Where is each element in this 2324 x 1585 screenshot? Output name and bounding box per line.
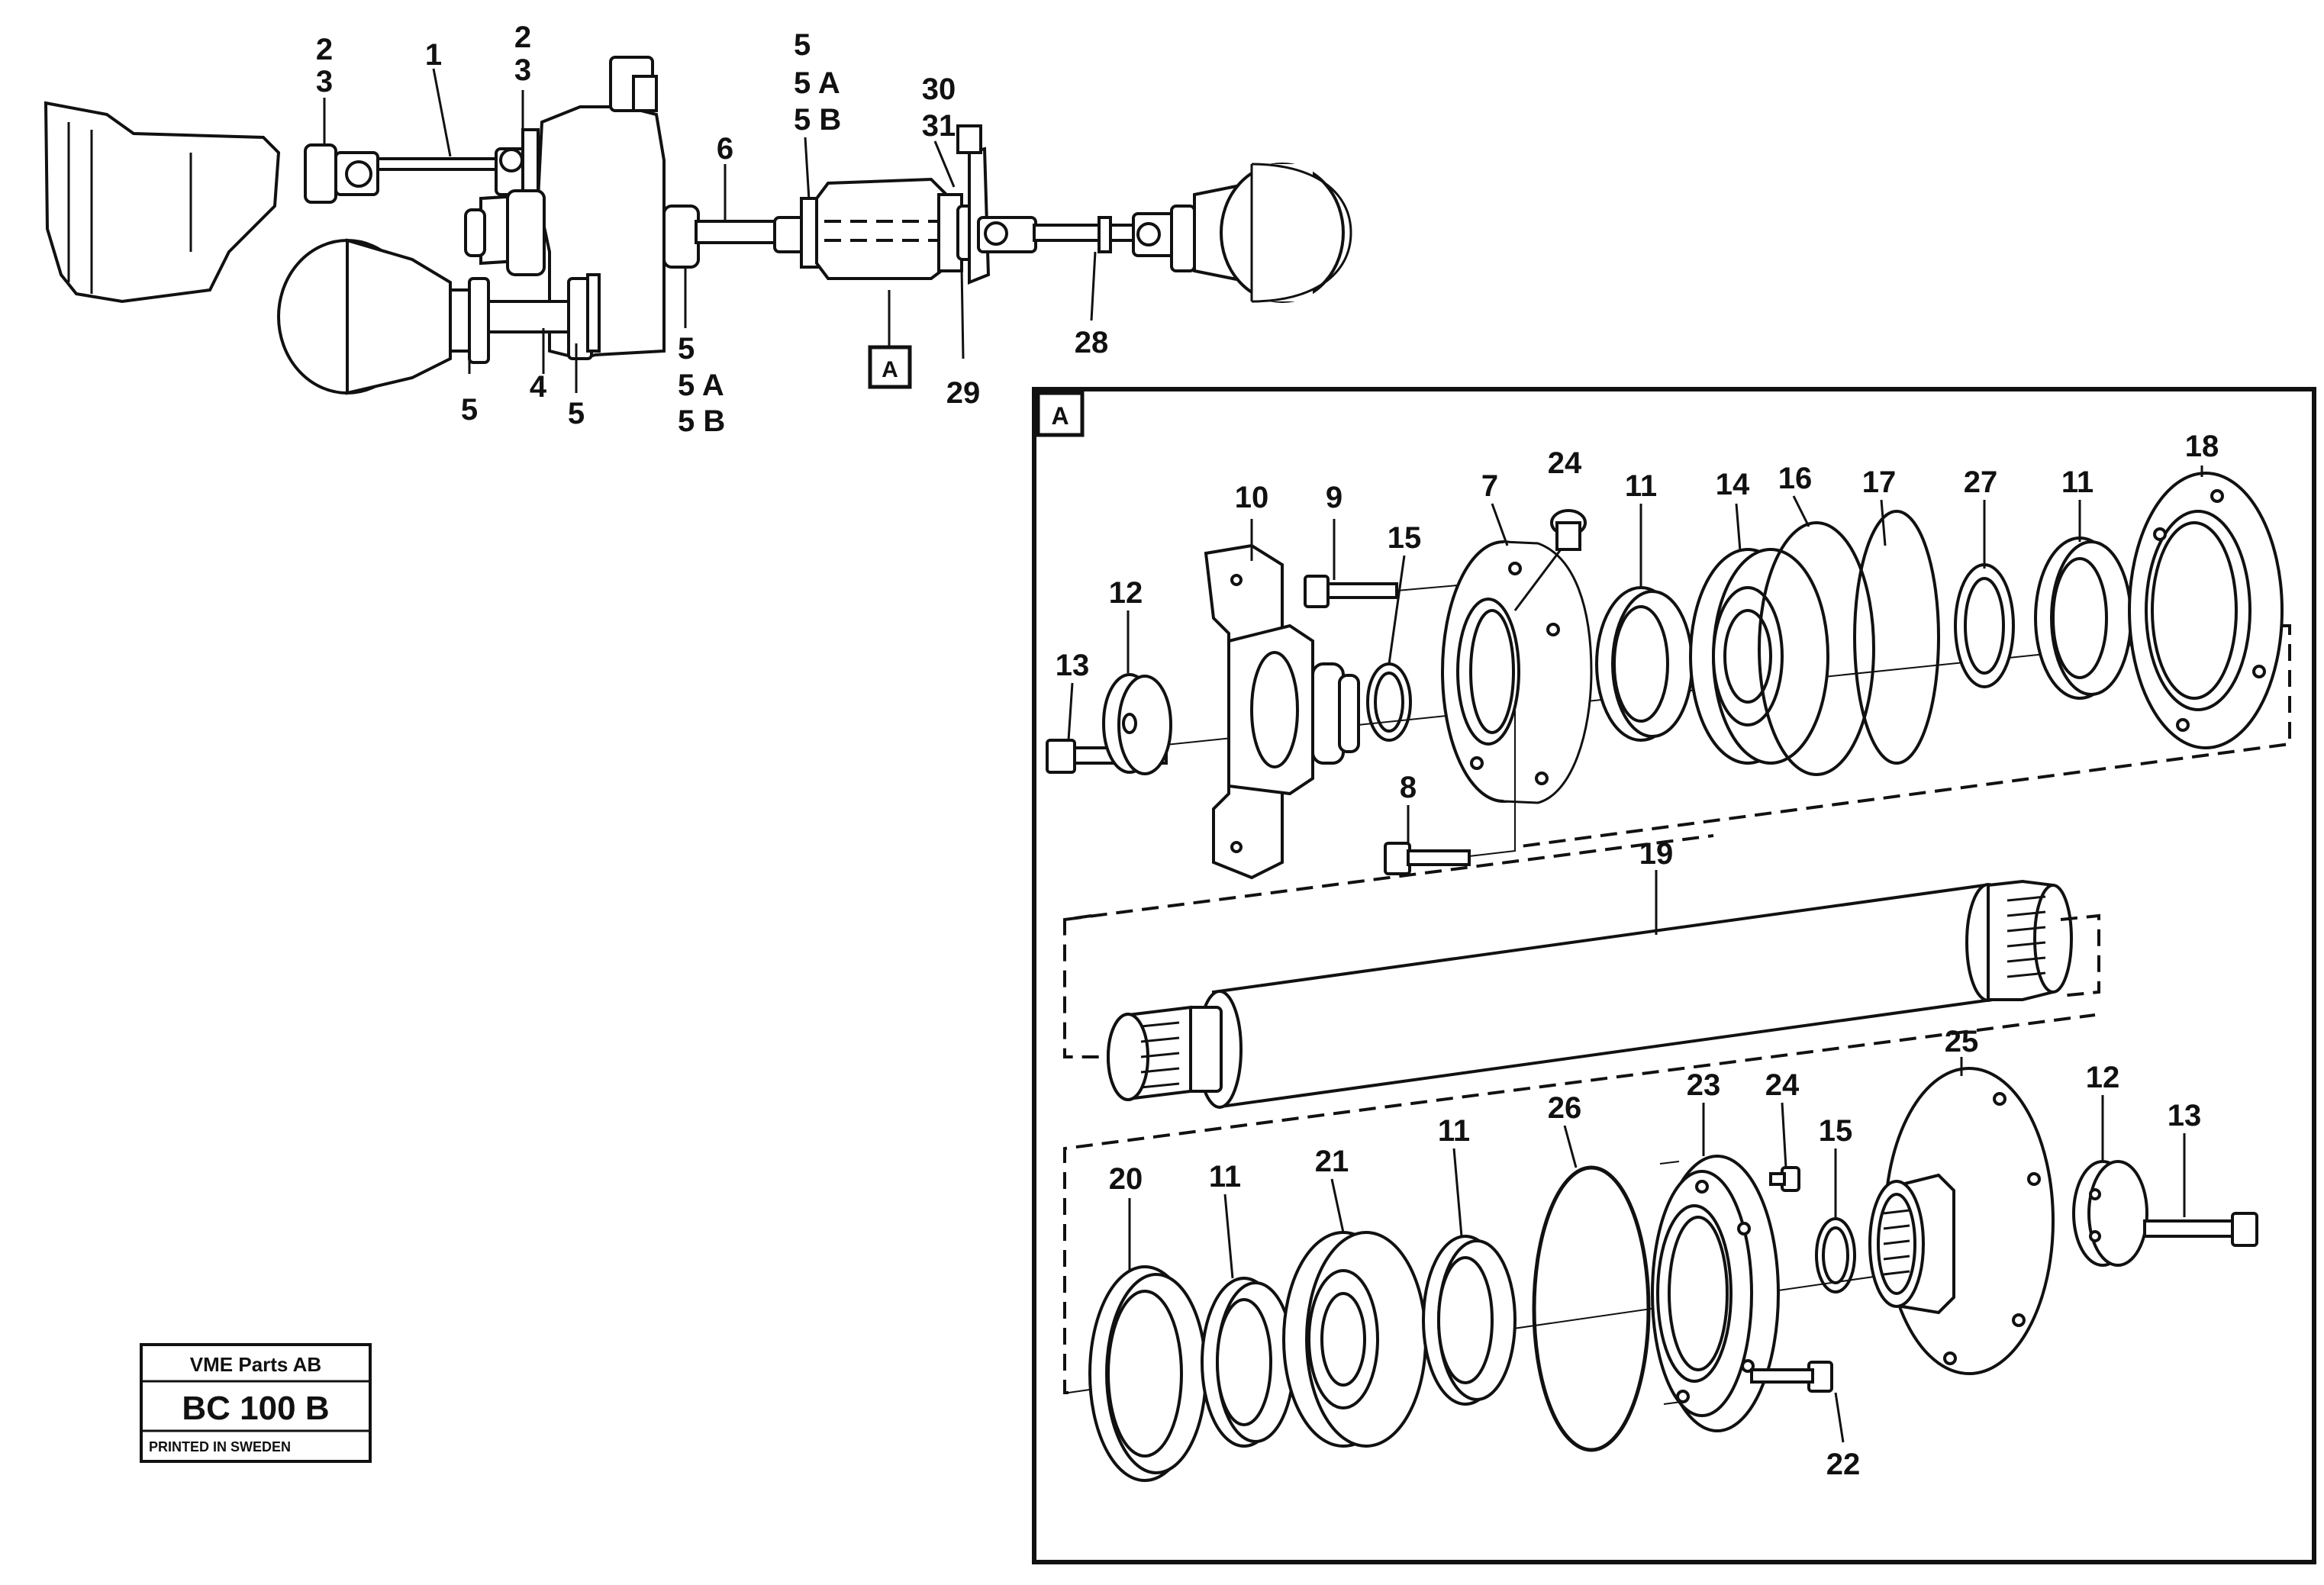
callout: 5: [568, 397, 585, 430]
part-25-output-flange: [1868, 1067, 2055, 1375]
callout: 11: [2061, 466, 2094, 499]
callout: 13: [2168, 1099, 2202, 1132]
part-20-seal: [1088, 1265, 1207, 1482]
detail-callouts: 10 9 15 7 24 11 14 16 17 27 11 18 12 13 …: [1056, 430, 2219, 1481]
callout: 4: [530, 370, 547, 404]
callout: 17: [1862, 466, 1897, 499]
bracket-lower-left: [1063, 1013, 2096, 1394]
part-12-washer: [1102, 673, 1172, 775]
callout: 15: [1819, 1114, 1853, 1148]
callout: 29: [946, 376, 981, 410]
part-10-flange-yoke: [1204, 543, 1360, 880]
callout: 15: [1388, 521, 1422, 555]
callout: 12: [2086, 1061, 2120, 1094]
detail-frame-tag: [1036, 391, 1085, 437]
part-21-bearing: [1282, 1231, 1427, 1448]
detail-leaders: [1067, 466, 2203, 1443]
part-18-cover: [2128, 472, 2284, 749]
callout: 11: [1625, 469, 1657, 503]
bracket-shaft-right: [1064, 834, 1714, 921]
part-12-washer: [2072, 1160, 2148, 1267]
callout: 12: [1109, 576, 1143, 610]
part-11-seal: [1595, 586, 1694, 742]
part-24-plug: [1513, 509, 1587, 611]
title-block-printed-note: PRINTED IN SWEDEN: [149, 1439, 291, 1455]
callout: 5 B: [794, 103, 841, 137]
callout: 24: [1765, 1068, 1800, 1102]
callout: 23: [1687, 1068, 1721, 1102]
part-26-oring: [1532, 1165, 1651, 1452]
detail-frame-label: A: [1051, 402, 1069, 430]
callout: 6: [717, 132, 733, 166]
overview-leaders: [323, 68, 1097, 393]
callout: 11: [1209, 1160, 1241, 1194]
callout: 27: [1964, 466, 1998, 499]
callout: 22: [1826, 1448, 1861, 1481]
view-marker-label: A: [882, 357, 898, 382]
bracket-upper-right: [1514, 624, 2291, 849]
callout: 5 A: [678, 369, 724, 402]
title-block: VME Parts AB BC 100 B PRINTED IN SWEDEN: [140, 1343, 372, 1463]
part-8-bolt: [1384, 710, 1516, 875]
callout: 3: [316, 65, 333, 98]
callout: 10: [1235, 481, 1269, 514]
part-27-ring: [1954, 563, 2015, 688]
callout: 8: [1400, 771, 1417, 804]
overview-callouts: 2 3 1 2 3 5 5 A 5 B 6 30 31 28 29 5 4 5 …: [316, 21, 1108, 438]
part-15-oring: [1815, 1217, 1856, 1293]
view-marker-box: [868, 345, 912, 389]
part-15-oring: [1366, 662, 1412, 742]
callout: 2: [514, 21, 531, 54]
callout: 5: [794, 28, 811, 62]
title-block-company: VME Parts AB: [190, 1353, 321, 1376]
callout: 5 B: [678, 404, 725, 438]
callout: 5: [461, 393, 478, 427]
callout: 16: [1778, 462, 1813, 495]
bracket-shaft-right-end: [2060, 913, 2100, 997]
callout: 18: [2185, 430, 2219, 463]
callout: 25: [1945, 1025, 1979, 1058]
part-19-shaft: [1107, 879, 2073, 1109]
callout: 11: [1438, 1114, 1470, 1148]
callout: 24: [1548, 446, 1582, 480]
callout: 3: [514, 53, 531, 87]
callout: 13: [1056, 649, 1090, 682]
detail-view-a: A: [1032, 387, 2316, 1564]
callout: 7: [1481, 469, 1498, 503]
part-11-seal: [1201, 1277, 1295, 1448]
part-7-bearing-housing: [1441, 540, 1593, 804]
gearbox-housing: [44, 101, 281, 304]
title-block-drawing-code: BC 100 B: [182, 1390, 329, 1427]
part-11-seal: [2034, 536, 2132, 700]
callout: 14: [1716, 468, 1750, 501]
part-17-ring: [1853, 510, 1940, 765]
part-23-housing: [1651, 1155, 1780, 1432]
detail-frame: [1032, 387, 2316, 1564]
driveline-overview: A: [44, 56, 1352, 395]
callout: 21: [1315, 1145, 1349, 1178]
part-22-bolt: [1750, 1361, 1833, 1393]
callout: 19: [1639, 837, 1674, 871]
brake-assembly: [815, 177, 948, 280]
callout: 5 A: [794, 66, 840, 100]
callout: 30: [922, 72, 956, 106]
callout: 20: [1109, 1162, 1143, 1196]
callout: 31: [922, 109, 956, 143]
part-13-bolt: [2143, 1212, 2258, 1247]
part-9-bolt: [1304, 575, 1520, 608]
callout: 2: [316, 33, 333, 66]
callout: 5: [678, 332, 695, 366]
callout: 9: [1326, 481, 1343, 514]
part-24-plug: [1769, 1166, 1800, 1192]
callout: 26: [1548, 1091, 1582, 1125]
callout: 28: [1075, 326, 1109, 359]
part-16-snap-ring: [1758, 521, 1875, 776]
callout: 1: [425, 38, 442, 72]
bracket-shaft-left: [1063, 914, 1107, 1058]
part-11-seal: [1422, 1235, 1517, 1406]
